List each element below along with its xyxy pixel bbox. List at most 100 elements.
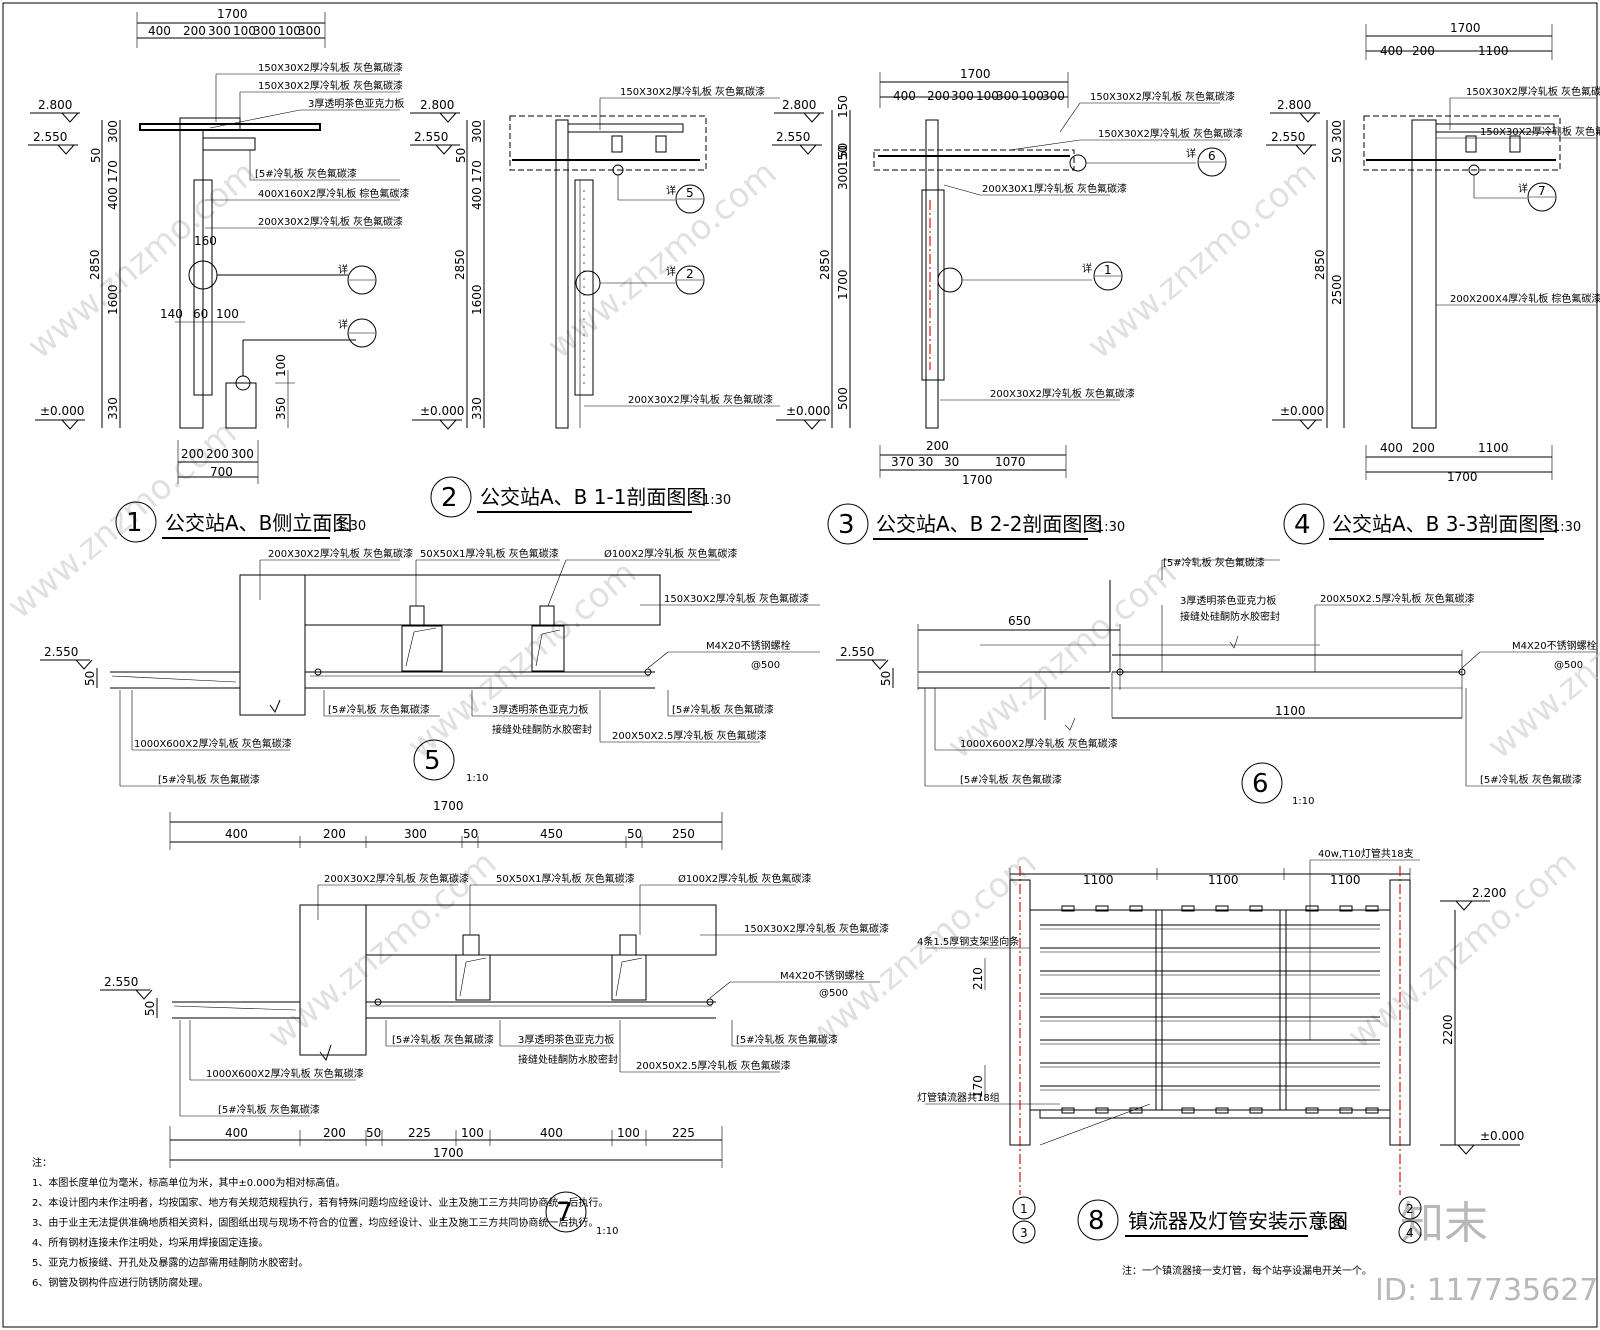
dim-text: 650 [1008, 614, 1031, 628]
view-number-circle [1283, 503, 1325, 545]
material-label: M4X20不锈钢螺栓 [780, 969, 865, 982]
dim-text: 300 [470, 120, 484, 143]
view-title: 公交站A、B侧立面图 [165, 511, 352, 535]
level-mark: 2.550 [33, 130, 67, 144]
watermark-text: www.znzmo.com [940, 553, 1184, 767]
view-6-detail: 2.550 50 650 1100 [5#冷轧板 灰色氟碳漆 3厚透明茶色亚克力… [836, 556, 1597, 807]
view-number-circle [1077, 1199, 1119, 1241]
dim-text: 300 [1330, 120, 1344, 143]
dim-text: 50 [83, 671, 97, 686]
material-label: 150X30X2厚冷轧板 灰色氟碳漆 [1480, 125, 1600, 138]
note-item: 6、钢管及钢构件应进行防锈防腐处理。 [32, 1276, 208, 1289]
dim-text: 150 [836, 95, 850, 118]
detail-tag: 详 [1186, 147, 1196, 160]
lamp-tube-rows [1040, 924, 1380, 1091]
dim-text: 2200 [1441, 1014, 1455, 1045]
dim-text: 2500 [1330, 274, 1344, 305]
dim-text: 225 [408, 1126, 431, 1140]
detail-number: 2 [686, 267, 694, 281]
note-item: 5、亚克力板接缝、开孔处及暴露的边部需用硅酮防水胶密封。 [32, 1256, 308, 1269]
ballast-row-top [1061, 905, 1379, 912]
material-label: [5#冷轧板 灰色氟碳漆 [736, 1033, 838, 1046]
dim-text: 2850 [453, 249, 467, 280]
material-label: 150X30X2厚冷轧板 灰色氟碳漆 [664, 592, 809, 605]
axis-label: 4 [1406, 1226, 1414, 1240]
level-mark: ±0.000 [1280, 404, 1324, 418]
material-label: 接缝处硅酮防水胶密封 [1180, 610, 1280, 623]
material-label: @500 [819, 988, 848, 999]
detail-number: 5 [686, 186, 694, 200]
dim-text: 300 [404, 827, 427, 841]
level-mark: 2.550 [104, 975, 138, 989]
material-label: 200X30X2厚冷轧板 灰色氟碳漆 [990, 387, 1135, 400]
level-mark: 2.550 [414, 130, 448, 144]
detail-number: 6 [1208, 149, 1216, 163]
view-number: 1 [126, 508, 143, 538]
dim-text: 1100 [1330, 873, 1361, 887]
dim-text: 330 [470, 397, 484, 420]
material-label: [5#冷轧板 灰色氟碳漆 [1163, 556, 1265, 569]
note-item: 1、本图长度单位为毫米，标高单位为米，其中±0.000为相对标高值。 [32, 1176, 345, 1189]
dim-text: 1700 [433, 1146, 464, 1160]
dim-text: 400 [1380, 44, 1403, 58]
dim-text: 400 [470, 187, 484, 210]
view-title: 公交站A、B 3-3剖面图图 [1332, 512, 1558, 536]
detail-callout [1093, 261, 1123, 291]
level-mark: 2.550 [44, 645, 78, 659]
detail-tag: 详 [1082, 262, 1092, 275]
material-label: [5#冷轧板 灰色氟碳漆 [960, 773, 1062, 786]
detail-callout [675, 184, 705, 214]
dim-text: 300 [836, 167, 850, 190]
dim-text: 50 [89, 148, 103, 163]
level-mark: 2.550 [776, 130, 810, 144]
material-label: 200X30X2厚冷轧板 灰色氟碳漆 [268, 547, 413, 560]
material-label: 200X50X2.5厚冷轧板 灰色氟碳漆 [612, 729, 767, 742]
dim-text: 1700 [1447, 470, 1478, 484]
watermark-text: www.znzmo.com [800, 843, 1044, 1057]
dim-text: 200 [183, 24, 206, 38]
material-label: 150X30X2厚冷轧板 灰色氟碳漆 [620, 85, 765, 98]
material-label: 200X30X2厚冷轧板 灰色氟碳漆 [324, 872, 469, 885]
material-label: 1000X600X2厚冷轧板 灰色氟碳漆 [206, 1067, 364, 1080]
dim-text: 2850 [818, 249, 832, 280]
material-label: 150X30X2厚冷轧板 灰色氟碳漆 [258, 61, 403, 74]
dim-text: 30 [918, 455, 933, 469]
dim-text: 1100 [1208, 873, 1239, 887]
material-label: 3厚透明茶色亚克力板 [308, 97, 404, 110]
view-5-detail: 2.550 50 200X30X2厚冷轧板 灰色氟碳漆 50X50X1厚冷轧板 … [40, 547, 820, 787]
view-number-circle [115, 501, 157, 543]
dim-text: 500 [836, 387, 850, 410]
view-scale: 1:30 [1316, 1217, 1345, 1232]
dim-text: 250 [672, 827, 695, 841]
material-label: 150X30X2厚冷轧板 灰色氟碳漆 [1466, 85, 1600, 98]
watermark-text: www.znzmo.com [1340, 843, 1584, 1057]
watermark-text: www.znzmo.com [540, 153, 784, 367]
dim-text: 100 [461, 1126, 484, 1140]
dim-text: 1700 [960, 67, 991, 81]
material-label: 50X50X1厚冷轧板 灰色氟碳漆 [496, 872, 635, 885]
view-title: 公交站A、B 1-1剖面图图 [480, 485, 706, 509]
level-mark: 2.800 [782, 98, 816, 112]
dim-text: 350 [274, 397, 288, 420]
dim-text: 700 [210, 465, 233, 479]
dim-text: 450 [540, 827, 563, 841]
dim-text: 50 [836, 143, 850, 158]
material-label: 4条1.5厚钢支架竖向条 [917, 935, 1019, 948]
view-title: 公交站A、B 2-2剖面图图 [876, 512, 1102, 536]
dim-text: 50 [1330, 148, 1344, 163]
dim-text: 1600 [470, 284, 484, 315]
dim-text: 400 [148, 24, 171, 38]
material-label: 接缝处硅酮防水胶密封 [492, 723, 592, 736]
dim-text: 200 [1412, 44, 1435, 58]
material-label: M4X20不锈钢螺栓 [1512, 639, 1597, 652]
view-number: 4 [1294, 510, 1311, 540]
dim-text: 200 [926, 439, 949, 453]
dim-text: 1700 [217, 7, 248, 21]
material-label: 150X30X2厚冷轧板 灰色氟碳漆 [744, 922, 889, 935]
dim-text: 170 [971, 1075, 985, 1098]
detail-tag: 详 [1518, 182, 1528, 195]
dim-text: 100 [216, 307, 239, 321]
view-number: 2 [441, 483, 458, 513]
dim-text: 400 [1380, 441, 1403, 455]
level-mark: ±0.000 [420, 404, 464, 418]
